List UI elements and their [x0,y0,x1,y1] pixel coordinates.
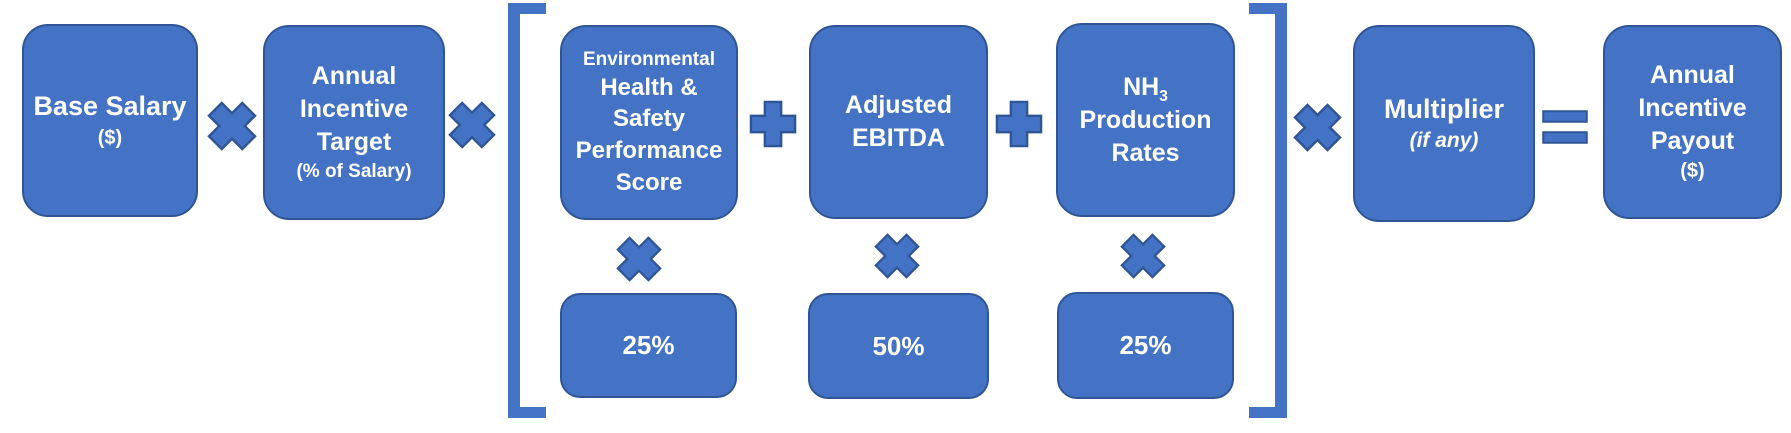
bracket-close-icon [1249,3,1287,418]
ehs-line: Environmental [583,48,715,70]
payout-line: Payout [1650,127,1735,156]
weight-multiply-icon [1120,233,1166,279]
multiply-icon [1293,103,1342,152]
nh3-line: Production [1079,105,1212,134]
ebitda-line: EBITDA [851,124,946,152]
nh3-weight-value: 25% [1119,330,1172,361]
multiplier-box: Multiplier (if any) [1353,25,1535,222]
weight-multiply-icon [874,233,920,279]
multiplier-note: (if any) [1409,129,1479,153]
ebitda-weight-box: 50% [808,293,989,399]
ebitda-weight-value: 50% [872,330,925,361]
nh3-weight-box: 25% [1057,292,1234,399]
nh3-formula-line: NH3 [1123,72,1168,105]
bracket-open-icon [508,3,546,418]
ehs-line: Performance [575,137,723,165]
nh3-subscript: 3 [1159,87,1168,105]
weight-multiply-icon [616,236,662,282]
multiply-icon [448,101,496,149]
multiplier-label: Multiplier [1384,93,1504,124]
ehs-score-box: Environmental Health & Safety Performanc… [560,25,738,220]
target-line: Incentive [299,95,409,124]
multiply-icon [207,101,257,151]
payout-line: Incentive [1638,94,1747,123]
nh3-line: Rates [1111,138,1180,167]
annual-incentive-payout-box: Annual Incentive Payout ($) [1603,25,1782,219]
base-salary-unit: ($) [97,127,123,150]
target-line: Annual [311,62,397,91]
plus-icon [749,100,797,148]
target-line: Target [316,128,392,157]
adjusted-ebitda-box: Adjusted EBITDA [809,25,988,219]
ehs-line: Score [615,168,683,196]
ehs-weight-box: 25% [560,293,737,398]
ebitda-line: Adjusted [845,91,952,119]
base-salary-label: Base Salary [33,91,187,122]
target-unit: (% of Salary) [296,161,412,183]
base-salary-box: Base Salary ($) [22,24,198,217]
ehs-weight-value: 25% [622,330,675,361]
ehs-line: Health & [600,73,698,101]
nh3-production-box: NH3 Production Rates [1056,23,1235,217]
equals-icon [1542,110,1588,144]
annual-incentive-target-box: Annual Incentive Target (% of Salary) [263,25,445,220]
payout-unit: ($) [1680,160,1705,183]
ehs-line: Safety [612,105,686,133]
plus-icon [995,100,1043,148]
payout-line: Annual [1650,61,1735,90]
